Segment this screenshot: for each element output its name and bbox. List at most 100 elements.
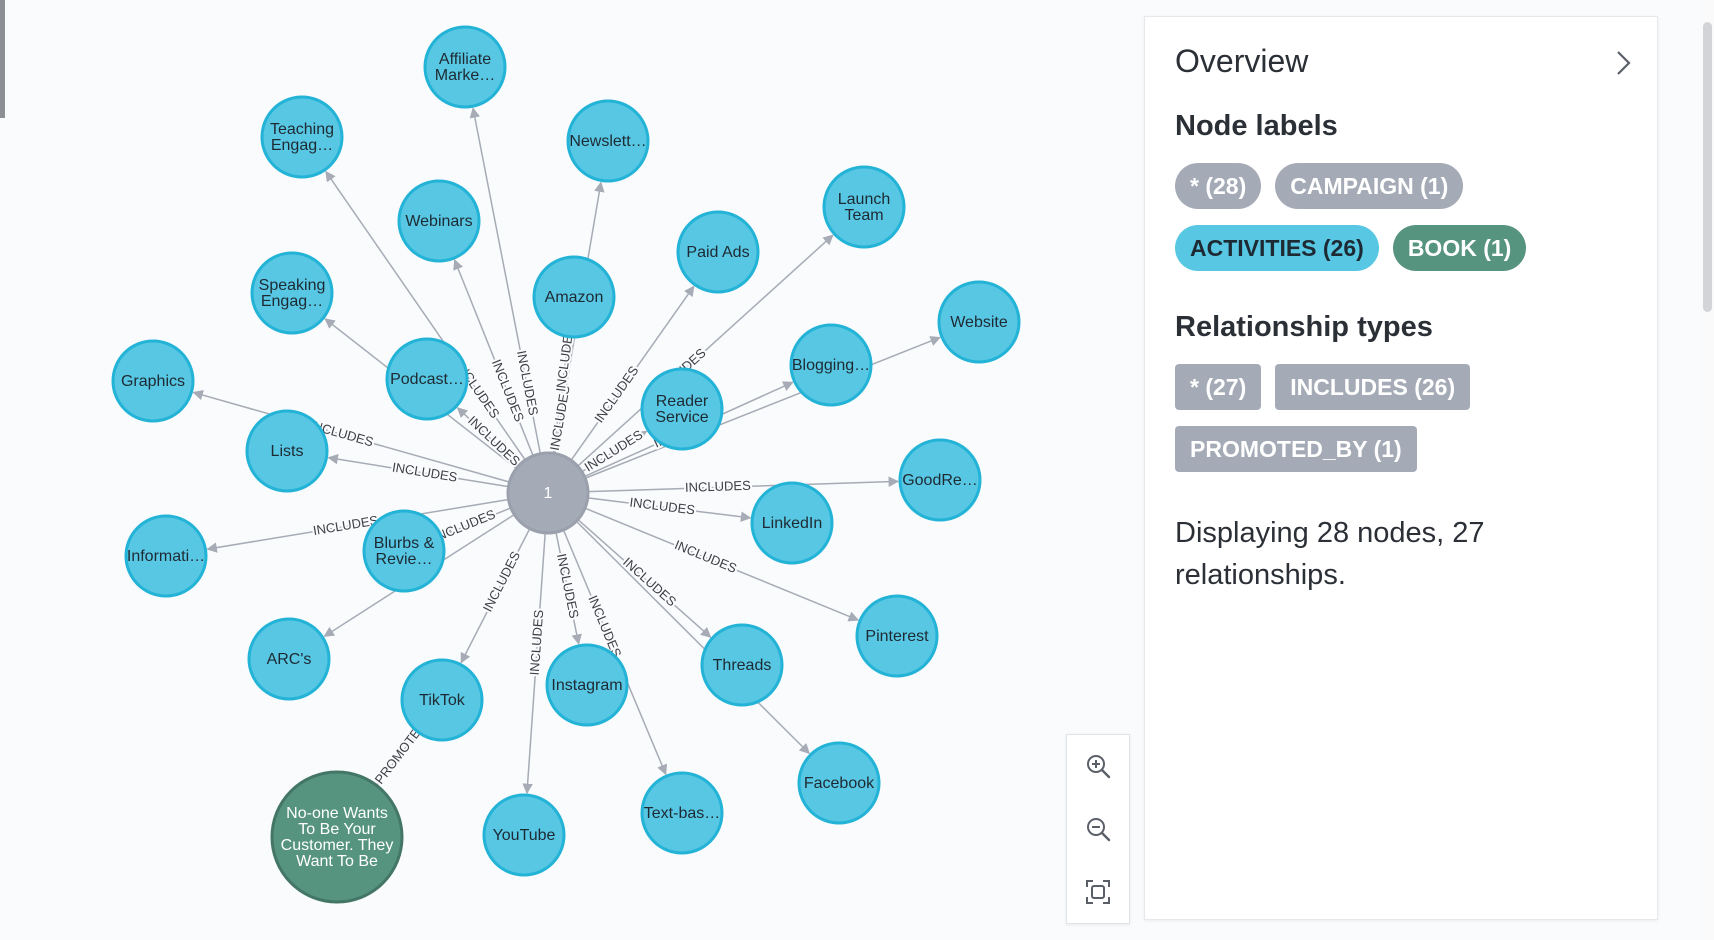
rel-type-pill-includes[interactable]: INCLUDES (26) [1275,364,1471,410]
node-circle-reader[interactable] [640,367,724,451]
node-webinars[interactable]: Webinars [397,179,481,263]
edge-center-lists[interactable] [327,453,509,488]
node-arcs[interactable]: ARC's [247,617,331,701]
node-circle-paidads[interactable] [676,210,760,294]
zoom-in-button[interactable] [1078,746,1118,786]
node-circle-blurbs[interactable] [362,509,446,593]
graph-summary: Displaying 28 nodes, 27 relationships. [1175,517,1485,591]
zoom-out-button[interactable] [1078,809,1118,849]
node-goodreads[interactable]: GoodRe… [898,438,982,522]
chevron-right-icon [1617,51,1631,75]
node-circle-instagram[interactable] [545,643,629,727]
node-youtube[interactable]: YouTube [482,793,566,877]
edge-center-pinterest[interactable] [584,507,860,622]
node-circle-website[interactable] [937,280,1021,364]
node-circle-affiliate[interactable] [423,25,507,109]
edge-center-facebook[interactable] [575,520,810,755]
node-circle-speaking[interactable] [250,251,334,335]
edge-center-website[interactable] [584,336,941,479]
node-website[interactable]: Website [937,280,1021,364]
node-threads[interactable]: Threads [700,623,784,707]
node-circle-arcs[interactable] [247,617,331,701]
edge-label-center-tiktok: INCLUDES [480,549,523,615]
edge-center-linkedin[interactable] [587,497,752,522]
node-instagram[interactable]: Instagram [545,643,629,727]
node-tiktok[interactable]: TikTok [400,658,484,742]
edge-center-launch[interactable] [577,234,834,467]
edge-center-tiktok[interactable] [460,528,531,664]
node-facebook[interactable]: Facebook [797,741,881,825]
node-paidads[interactable]: Paid Ads [676,210,760,294]
node-circle-informati[interactable] [124,514,208,598]
node-label-pill-all[interactable]: * (28) [1175,163,1262,209]
node-teaching[interactable]: TeachingEngag… [260,95,344,179]
node-circle-amazon[interactable] [532,255,616,339]
node-circle-graphics[interactable] [111,339,195,423]
node-label-pill-activities[interactable]: ACTIVITIES (26) [1175,225,1379,271]
edge-center-amazon[interactable] [552,337,573,454]
node-circle-threads[interactable] [700,623,784,707]
edge-center-teaching[interactable] [325,170,526,461]
node-amazon[interactable]: Amazon [532,255,616,339]
node-podcast[interactable]: Podcast… [385,337,469,421]
edge-center-blurbs[interactable] [441,507,512,537]
node-circle-teaching[interactable] [260,95,344,179]
node-circle-pinterest[interactable] [855,594,939,678]
node-blurbs[interactable]: Blurbs &Revie… [362,509,446,593]
rel-type-pill-all[interactable]: * (27) [1175,364,1262,410]
node-label-pill-campaign[interactable]: CAMPAIGN (1) [1275,163,1464,209]
edge-center-webinars[interactable] [453,259,534,457]
edge-book-tiktok[interactable] [375,732,418,786]
zoom-out-icon [1087,817,1111,842]
node-lists[interactable]: Lists [245,409,329,493]
node-graphics[interactable]: Graphics [111,339,195,423]
edge-center-paidads[interactable] [570,285,695,461]
node-blogging[interactable]: Blogging… [789,323,873,407]
node-label-pill-book[interactable]: BOOK (1) [1392,225,1527,271]
edge-center-affiliate[interactable] [469,107,542,454]
edges-layer [192,107,941,795]
node-newsletter[interactable]: Newslett… [566,99,650,183]
edge-center-graphics[interactable] [192,389,510,483]
edge-center-textbas[interactable] [562,529,667,776]
node-campaign-1[interactable]: 1 [506,451,590,535]
node-textbas[interactable]: Text-bas… [640,771,724,855]
node-circle-blogging[interactable] [789,323,873,407]
node-circle-webinars[interactable] [397,179,481,263]
node-circle-tiktok[interactable] [400,658,484,742]
node-circle-facebook[interactable] [797,741,881,825]
node-circle-podcast[interactable] [385,337,469,421]
edge-center-goodreads[interactable] [587,476,900,493]
node-speaking[interactable]: SpeakingEngag… [250,251,334,335]
edge-center-threads[interactable] [577,518,712,638]
node-circle-book[interactable] [270,770,404,904]
fit-to-screen-button[interactable] [1078,872,1118,912]
edge-center-youtube[interactable] [522,532,546,795]
node-circle-textbas[interactable] [640,771,724,855]
edge-label-center-paidads: INCLUDES [591,363,641,426]
node-circle-goodreads[interactable] [898,438,982,522]
node-circle-newsletter[interactable] [566,99,650,183]
node-circle-lists[interactable] [245,409,329,493]
node-pinterest[interactable]: Pinterest [855,594,939,678]
node-circle-campaign[interactable] [506,451,590,535]
edge-center-podcast[interactable] [456,407,520,467]
node-circle-launch[interactable] [822,165,906,249]
scrollbar-thumb[interactable] [1703,22,1712,312]
collapse-panel-button[interactable] [1609,49,1637,77]
node-circle-youtube[interactable] [482,793,566,877]
node-affiliate[interactable]: AffiliateMarke… [423,25,507,109]
edge-center-informati[interactable] [206,498,509,553]
edge-center-instagram[interactable] [555,532,582,645]
edge-center-reader[interactable] [581,430,648,473]
node-linkedin[interactable]: LinkedIn [750,481,834,565]
node-circle-linkedin[interactable] [750,481,834,565]
rel-type-pill-promoted-by[interactable]: PROMOTED_BY (1) [1175,426,1417,472]
node-labels-title: Node labels [1175,110,1338,142]
node-informati[interactable]: Informati… [124,514,208,598]
